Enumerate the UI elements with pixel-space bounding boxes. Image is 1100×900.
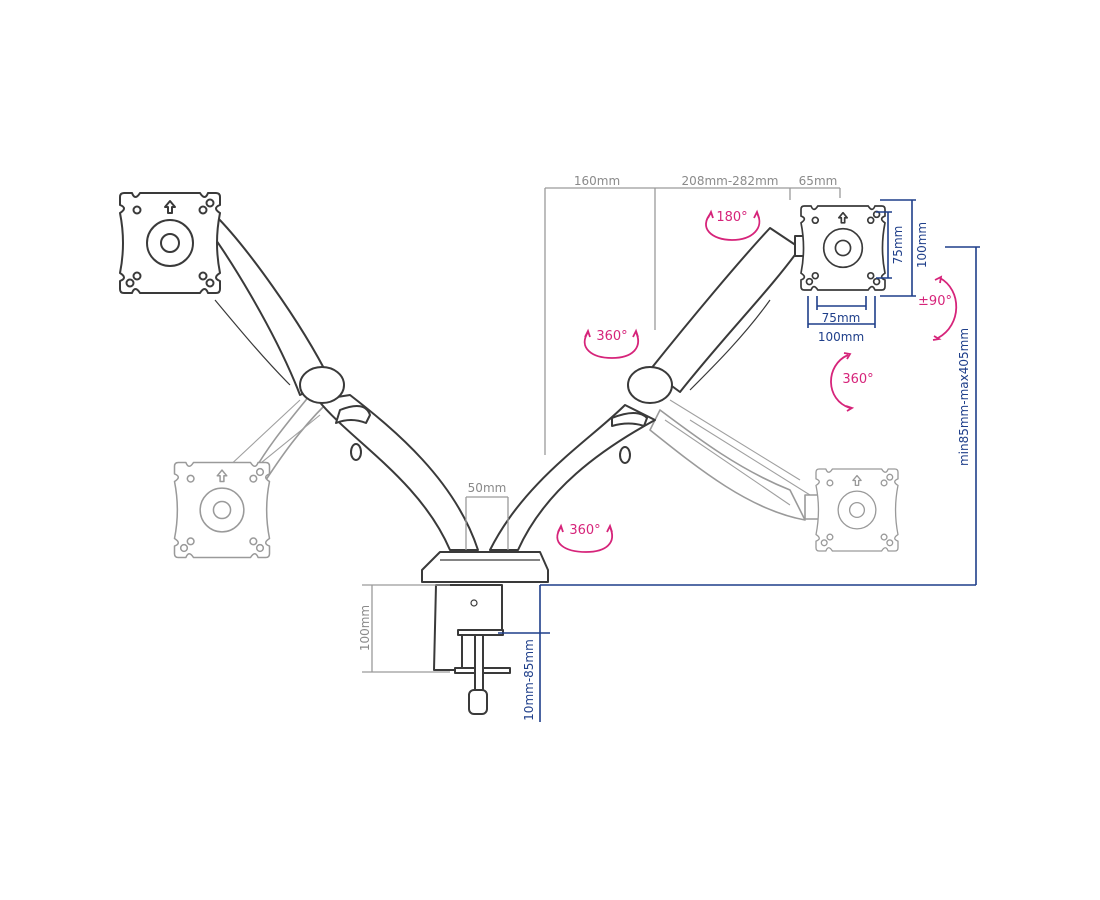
head-depth-label: 65mm	[799, 174, 838, 188]
rotation-arrow-icon	[705, 212, 761, 241]
left-arm	[119, 192, 479, 551]
head-swivel-label: 180°	[716, 210, 747, 225]
vesa-75-vertical-label: 75mm	[891, 226, 905, 265]
upper-arm-rotation-label: 360°	[596, 329, 627, 344]
clamp-height-label: 100mm	[358, 605, 372, 651]
left-monitor-plate-ghost	[173, 461, 271, 559]
arm-spacing-label: 50mm	[468, 481, 507, 495]
right-arm	[489, 205, 886, 551]
tilt-label: ±90°	[918, 294, 952, 309]
desk-clamp-base	[421, 551, 549, 715]
rotation-indicators: 180° 360° ±90° 360° 360°	[556, 209, 958, 553]
right-monitor-plate-ghost	[815, 468, 899, 552]
tilt-arrow-icon	[937, 277, 958, 339]
vesa-100-horizontal-label: 100mm	[818, 330, 864, 344]
rotation-arrow-icon	[583, 331, 639, 359]
height-range-label: min85mm-max405mm	[957, 328, 971, 466]
vesa-100-vertical-label: 100mm	[915, 222, 929, 268]
right-monitor-plate	[800, 205, 886, 291]
pole-offset-label: 160mm	[574, 174, 620, 188]
rotation-arrow-icon	[556, 526, 613, 553]
rotation-arrow-icon	[830, 354, 851, 409]
screen-rotation-label: 360°	[842, 372, 873, 387]
left-monitor-plate	[119, 192, 221, 294]
vesa-75-horizontal-label: 75mm	[822, 311, 861, 325]
gray-dimensions: 160mm 208mm-282mm 65mm 50mm 100mm	[358, 174, 841, 673]
arm-reach-label: 208mm-282mm	[682, 174, 779, 188]
blue-dimensions: 10mm-85mm min85mm-max405mm 75mm 100mm 75…	[498, 199, 980, 722]
left-arm-lowered-ghost	[173, 394, 326, 559]
right-arm-lowered-ghost	[649, 399, 899, 552]
base-rotation-label: 360°	[569, 523, 600, 538]
desk-thickness-label: 10mm-85mm	[522, 639, 536, 721]
